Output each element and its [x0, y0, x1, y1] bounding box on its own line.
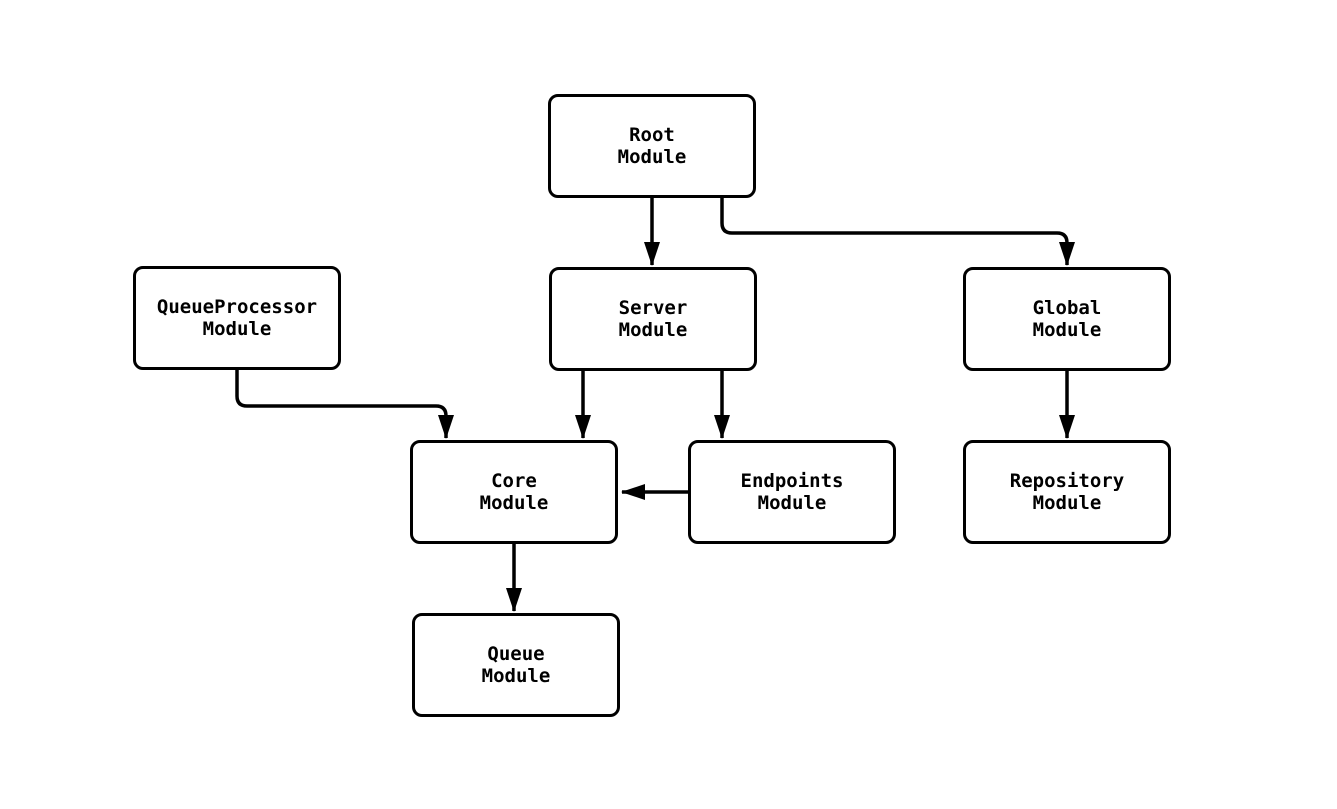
node-core-module: Core Module	[410, 440, 618, 544]
node-queueprocessor-module: QueueProcessor Module	[133, 266, 341, 370]
node-server-module: Server Module	[549, 267, 757, 371]
edge-queueprocessor-core	[235, 370, 454, 439]
node-global-module: Global Module	[963, 267, 1171, 371]
node-endpoints-module: Endpoints Module	[688, 440, 896, 544]
edge-root-global	[720, 198, 1075, 266]
node-repository-module: Repository Module	[963, 440, 1171, 544]
node-root-module: Root Module	[548, 94, 756, 198]
node-queue-module: Queue Module	[412, 613, 620, 717]
